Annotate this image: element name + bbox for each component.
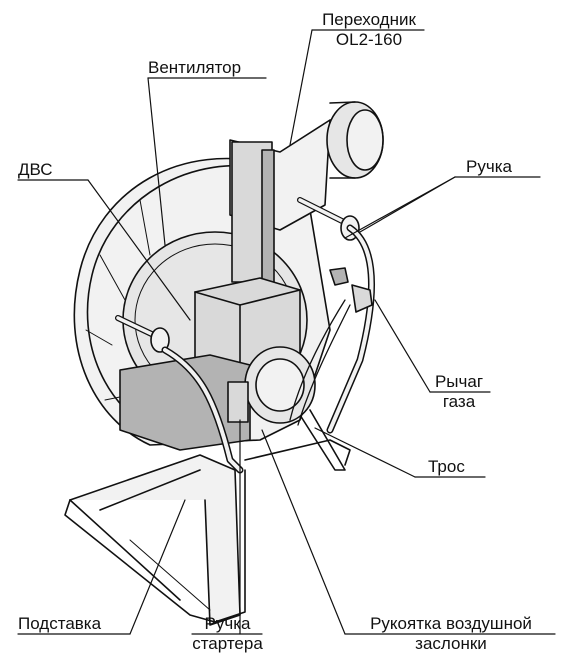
label-engine: ДВС [18,160,53,179]
label-choke-line2: заслонки [415,634,487,653]
label-adapter-line1: Переходник [322,10,416,29]
label-throttle-line1: Рычаг [434,372,484,391]
label-starter-handle: Ручка стартера [180,614,275,654]
adapter-drawing [229,101,384,283]
label-throttle-line2: газа [442,392,476,411]
label-handle: Ручка [466,157,512,176]
label-cable: Трос [428,457,465,476]
label-stand: Подставка [18,614,102,633]
stand-frame [64,409,351,626]
label-starter-line1: Ручка [204,614,251,633]
label-throttle: Рычаг газа [428,372,490,412]
throttle-lever-drawing [289,267,373,426]
leader-lines [17,29,556,635]
label-adapter: Переходник OL2-160 [314,10,424,50]
label-starter-line2: стартера [192,634,263,653]
handle-bars [115,197,375,474]
label-choke-line1: Рукоятка воздушной [370,614,532,633]
label-fan: Вентилятор [148,58,242,77]
label-choke-knob: Рукоятка воздушной заслонки [345,614,557,654]
label-adapter-line2: OL2-160 [335,30,403,49]
